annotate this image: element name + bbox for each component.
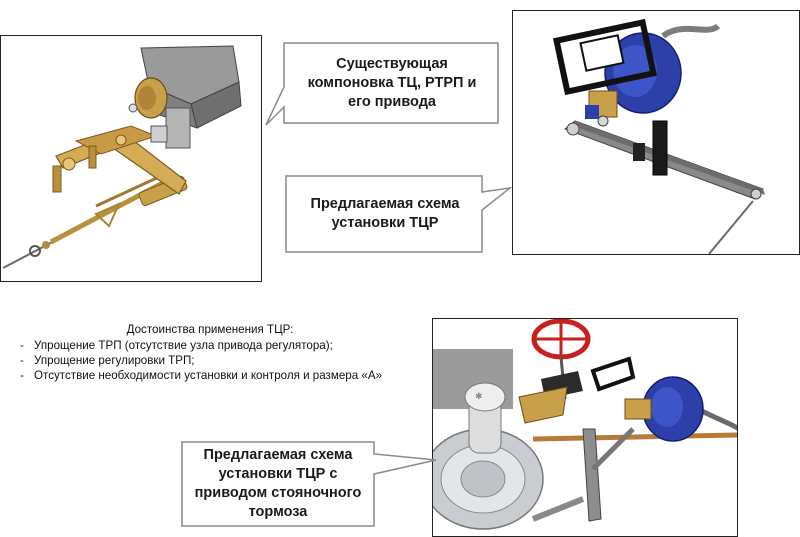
advantage-marker: -	[20, 354, 24, 367]
advantage-text: Упрощение регулировки ТРП;	[34, 354, 195, 367]
callout-existing-line: Существующая	[336, 55, 448, 72]
callout-proposed-line: установки ТЦР	[331, 215, 439, 231]
callout-parking-line: приводом стояночного	[194, 485, 362, 501]
callout-proposed-scheme: Предлагаемая схема установки ТЦР	[282, 170, 514, 260]
advantage-item: - Упрощение ТРП (отсутствие узла привода…	[20, 338, 400, 353]
callout-proposed-line: Предлагаемая схема	[310, 196, 460, 212]
callout-parking-line: Предлагаемая схема	[203, 447, 353, 463]
advantage-marker: -	[20, 369, 24, 382]
callout-existing-line: его привода	[348, 93, 436, 110]
callout-proposed-text: Предлагаемая схема установки ТЦР	[288, 176, 482, 252]
advantage-item: - Упрощение регулировки ТРП;	[20, 353, 400, 368]
advantage-marker: -	[20, 339, 24, 352]
proposed-parking-brake-image: ✱	[432, 318, 738, 537]
callout-parking-line: установки ТЦР с	[218, 466, 338, 482]
advantages-block: Достоинства применения ТЦР: - Упрощение …	[20, 322, 400, 383]
callout-existing-line: компоновка ТЦ, РТРП и	[307, 74, 477, 91]
callout-proposed-parking-brake: Предлагаемая схема установки ТЦР с приво…	[178, 438, 440, 530]
svg-text:✱: ✱	[475, 392, 483, 402]
advantage-text: Отсутствие необходимости установки и кон…	[34, 369, 383, 382]
advantage-text: Упрощение ТРП (отсутствие узла привода р…	[34, 339, 333, 352]
callout-parking-line: тормоза	[248, 504, 308, 520]
advantage-item: - Отсутствие необходимости установки и к…	[20, 368, 400, 383]
callout-existing-layout: Существующая компоновка ТЦ, РТРП и его п…	[262, 35, 504, 130]
callout-parking-text: Предлагаемая схема установки ТЦР с приво…	[184, 442, 372, 526]
proposed-scheme-image	[512, 10, 800, 255]
callout-existing-text: Существующая компоновка ТЦ, РТРП и его п…	[286, 43, 498, 123]
advantages-title: Достоинства применения ТЦР:	[126, 323, 294, 336]
existing-layout-image	[0, 35, 262, 282]
